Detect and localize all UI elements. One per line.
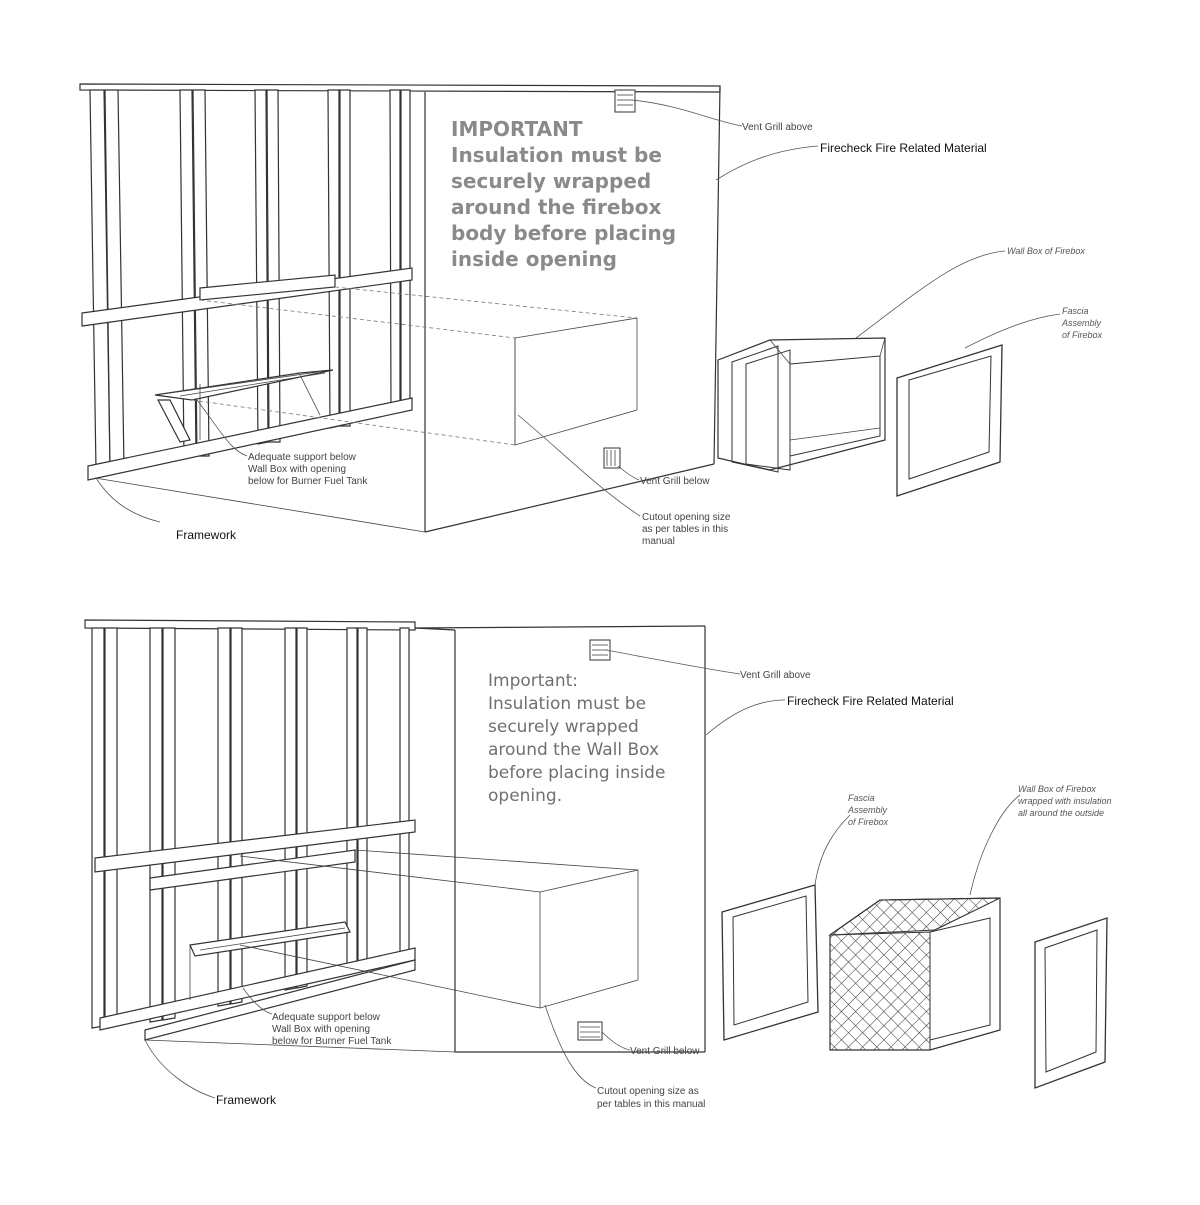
bottom-cutout-line-2: per tables in this manual bbox=[597, 1099, 705, 1110]
top-cladding-box bbox=[94, 85, 721, 533]
bottom-cutout-line-1: Cutout opening size as bbox=[597, 1086, 699, 1097]
top-cutout-line-3: manual bbox=[642, 536, 675, 547]
bottom-diagram: Important: Insulation must be securely w… bbox=[84, 619, 1112, 1110]
bottom-support-line-1: Adequate support below bbox=[272, 1012, 381, 1023]
bottom-important-line-6: opening. bbox=[488, 786, 562, 806]
bottom-framework bbox=[84, 619, 416, 1041]
bottom-fascia-line-1: Fascia bbox=[848, 793, 875, 803]
top-fascia-line-1: Fascia bbox=[1062, 306, 1089, 316]
bottom-cutout-box bbox=[539, 869, 639, 1009]
bottom-important-line-5: before placing inside bbox=[488, 763, 665, 783]
bottom-insulated-wall-box bbox=[828, 897, 1001, 1051]
top-support-line-3: below for Burner Fuel Tank bbox=[248, 476, 368, 487]
bottom-vent-above-label: Vent Grill above bbox=[740, 670, 811, 681]
top-important-line-3: securely wrapped bbox=[451, 169, 651, 193]
top-support-line-1: Adequate support below bbox=[248, 452, 357, 463]
top-important-line-6: inside opening bbox=[451, 247, 617, 271]
top-vent-above-label: Vent Grill above bbox=[742, 122, 813, 133]
bottom-support-line-2: Wall Box with opening bbox=[272, 1024, 370, 1035]
top-vent-grill-above-icon bbox=[614, 89, 636, 113]
bottom-vent-grill-below-icon bbox=[577, 1021, 603, 1041]
bottom-cladding-box bbox=[144, 625, 706, 1053]
top-fascia-line-2: Assembly bbox=[1061, 318, 1102, 328]
top-vent-below-label: Vent Grill below bbox=[640, 476, 710, 487]
top-important-line-1: IMPORTANT bbox=[451, 117, 583, 141]
top-important-line-2: Insulation must be bbox=[451, 143, 662, 167]
top-cutout-line-1: Cutout opening size bbox=[642, 512, 731, 523]
top-firecheck-label: Firecheck Fire Related Material bbox=[820, 141, 987, 155]
bottom-important-line-3: securely wrapped bbox=[488, 717, 639, 737]
top-wall-box bbox=[717, 337, 886, 473]
bottom-fascia-frame-right bbox=[1034, 917, 1108, 1089]
top-fascia-frame bbox=[896, 344, 1003, 497]
bottom-fascia-line-2: Assembly bbox=[847, 805, 888, 815]
bottom-important-line-2: Insulation must be bbox=[488, 694, 646, 714]
bottom-firecheck-label: Firecheck Fire Related Material bbox=[787, 694, 954, 708]
bottom-framework-label: Framework bbox=[216, 1093, 277, 1107]
bottom-vent-below-label: Vent Grill below bbox=[630, 1046, 700, 1057]
top-cutout-box bbox=[514, 317, 638, 446]
top-vent-grill-below-icon bbox=[603, 447, 621, 469]
bottom-vent-grill-above-icon bbox=[589, 639, 611, 661]
bottom-wall-box-line-2: wrapped with insulation bbox=[1018, 796, 1112, 806]
bottom-wall-box-line-1: Wall Box of Firebox bbox=[1018, 784, 1096, 794]
top-important-line-4: around the firebox bbox=[451, 195, 661, 219]
bottom-fascia-line-3: of Firebox bbox=[848, 817, 889, 827]
bottom-fascia-frame bbox=[721, 884, 819, 1041]
top-important-line-5: body before placing bbox=[451, 221, 676, 245]
top-support-line-2: Wall Box with opening bbox=[248, 464, 346, 475]
bottom-important-line-4: around the Wall Box bbox=[488, 740, 659, 760]
bottom-important-line-1: Important: bbox=[488, 671, 578, 691]
top-cutout-line-2: as per tables in this bbox=[642, 524, 728, 535]
bottom-support-line-3: below for Burner Fuel Tank bbox=[272, 1036, 392, 1047]
top-framework bbox=[79, 83, 721, 481]
top-wall-box-label: Wall Box of Firebox bbox=[1007, 246, 1085, 256]
top-framework-label: Framework bbox=[176, 528, 237, 542]
top-diagram: IMPORTANT Insulation must be securely wr… bbox=[79, 83, 1103, 547]
top-fascia-line-3: of Firebox bbox=[1062, 330, 1103, 340]
bottom-wall-box-line-3: all around the outside bbox=[1018, 808, 1104, 818]
